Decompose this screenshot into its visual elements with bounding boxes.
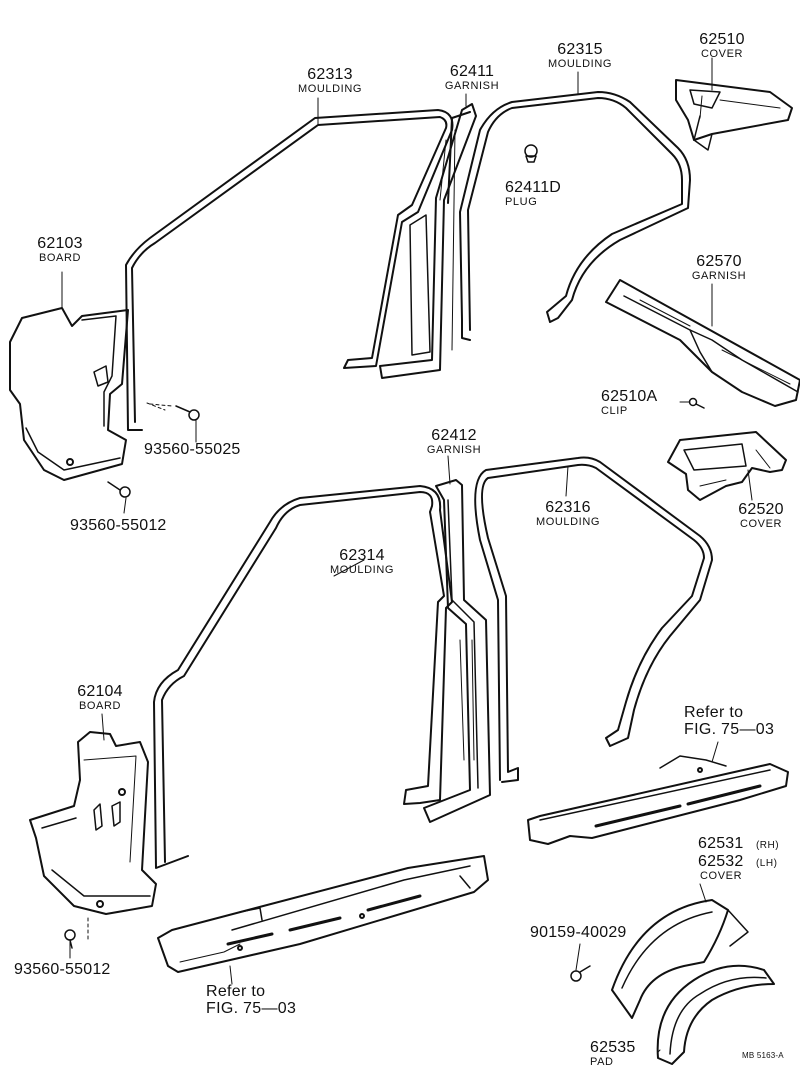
label-62570: 62570 GARNISH bbox=[674, 254, 764, 282]
part-number: 62535 bbox=[590, 1039, 636, 1056]
figure-reference-front: Refer to FIG. 75—03 bbox=[206, 983, 297, 1018]
cover-62510 bbox=[675, 79, 793, 151]
moulding-62314 bbox=[153, 485, 453, 869]
part-number: 62313 bbox=[307, 66, 353, 83]
board-62103 bbox=[9, 307, 129, 481]
label-62313: 62313 MOULDING bbox=[280, 67, 380, 95]
screw-93560-55012-upper bbox=[107, 481, 131, 498]
label-62315: 62315 MOULDING bbox=[530, 42, 630, 70]
pad-62535 bbox=[656, 964, 775, 1065]
part-number: 62314 bbox=[339, 547, 385, 564]
part-number: 62103 bbox=[37, 235, 83, 252]
board-62104 bbox=[29, 731, 157, 915]
part-number: 62510 bbox=[699, 31, 745, 48]
moulding-62316 bbox=[474, 456, 713, 783]
clip-62510a bbox=[688, 397, 705, 409]
label-screw-93560-55025: 93560-55025 bbox=[144, 441, 241, 458]
part-number: 62412 bbox=[431, 427, 477, 444]
part-name: GARNISH bbox=[426, 444, 482, 456]
part-name: BOARD bbox=[78, 700, 122, 712]
side-lh: (LH) bbox=[755, 858, 778, 869]
reference-line1: Refer to bbox=[206, 983, 266, 1000]
part-number: 62510A bbox=[601, 388, 658, 405]
part-name: MOULDING bbox=[329, 564, 395, 576]
label-62510: 62510 COVER bbox=[682, 32, 762, 60]
label-screw-93560-55012-lower: 93560-55012 bbox=[14, 961, 111, 978]
label-62520: 62520 COVER bbox=[724, 502, 798, 530]
label-62510a: 62510A CLIP bbox=[601, 389, 657, 417]
label-62411: 62411 GARNISH bbox=[432, 64, 512, 92]
part-number: 62570 bbox=[696, 253, 742, 270]
side-rh: (RH) bbox=[755, 840, 780, 851]
part-name: MOULDING bbox=[547, 58, 613, 70]
cover-62520 bbox=[667, 431, 787, 501]
part-number: 62104 bbox=[77, 683, 123, 700]
part-name: BOARD bbox=[38, 252, 82, 264]
reference-line1: Refer to bbox=[684, 704, 744, 721]
part-number: 62520 bbox=[738, 501, 784, 518]
reference-line2: FIG. 75—03 bbox=[684, 720, 775, 738]
cover-rh-line: 62531 (RH) bbox=[698, 836, 779, 852]
part-name: COVER bbox=[739, 518, 783, 530]
label-screw-93560-55012-upper: 93560-55012 bbox=[70, 517, 167, 534]
label-62535: 62535 PAD bbox=[590, 1040, 636, 1068]
label-screw-90159-40029: 90159-40029 bbox=[530, 924, 627, 941]
part-name: CLIP bbox=[601, 405, 628, 417]
garnish-62570 bbox=[605, 279, 800, 407]
label-62103: 62103 BOARD bbox=[22, 236, 98, 264]
reference-line2: FIG. 75—03 bbox=[206, 999, 297, 1017]
cover-62531-62532 bbox=[611, 899, 749, 1019]
part-number-rh: 62531 bbox=[698, 835, 744, 852]
part-name: COVER bbox=[700, 48, 744, 60]
label-62411d: 62411D PLUG bbox=[505, 180, 561, 208]
part-name: MOULDING bbox=[535, 516, 601, 528]
part-name: GARNISH bbox=[691, 270, 747, 282]
part-number: 62316 bbox=[545, 499, 591, 516]
label-62531-62532: 62531 (RH) 62532 (LH) COVER bbox=[698, 836, 779, 882]
part-number: 62411D bbox=[505, 179, 562, 196]
figure-reference-rear: Refer to FIG. 75—03 bbox=[684, 704, 775, 739]
part-number: 62315 bbox=[557, 41, 603, 58]
scuff-plate-rear bbox=[527, 755, 789, 845]
cover-lh-line: 62532 (LH) bbox=[698, 854, 779, 870]
screw-93560-55012-lower bbox=[64, 917, 89, 949]
part-number-lh: 62532 bbox=[698, 853, 744, 870]
leader-lines bbox=[61, 57, 753, 1053]
part-name: MOULDING bbox=[297, 83, 363, 95]
scuff-plate-front bbox=[157, 855, 489, 973]
label-62314: 62314 MOULDING bbox=[312, 548, 412, 576]
screw-90159-40029 bbox=[570, 965, 591, 982]
part-name: PAD bbox=[590, 1056, 614, 1068]
part-name: GARNISH bbox=[444, 80, 500, 92]
garnish-62411 bbox=[379, 103, 477, 379]
part-name: PLUG bbox=[505, 196, 538, 208]
moulding-62313 bbox=[125, 109, 454, 431]
label-62316: 62316 MOULDING bbox=[518, 500, 618, 528]
moulding-62315 bbox=[459, 91, 691, 341]
diagram-code: MB 5163-A bbox=[742, 1051, 784, 1060]
garnish-62412 bbox=[423, 479, 491, 823]
label-62412: 62412 GARNISH bbox=[414, 428, 494, 456]
screw-93560-55025 bbox=[149, 403, 200, 421]
label-62104: 62104 BOARD bbox=[60, 684, 140, 712]
part-number: 62411 bbox=[449, 63, 495, 80]
plug-62411d bbox=[524, 144, 538, 163]
part-name: COVER bbox=[700, 870, 743, 882]
